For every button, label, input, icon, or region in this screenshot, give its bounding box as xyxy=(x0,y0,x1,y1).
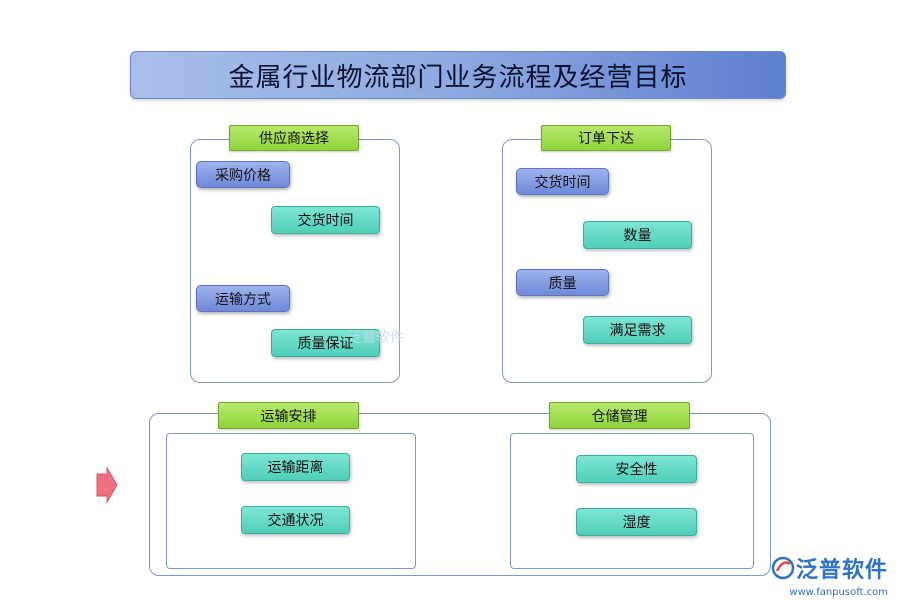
brand-url: www.fanpusoft.com xyxy=(789,587,888,598)
purchase-price-node: 采购价格 xyxy=(196,161,290,188)
brand-logo: 泛普软件 xyxy=(770,552,888,584)
title-banner: 金属行业物流部门业务流程及经营目标 xyxy=(130,51,786,99)
order-delivery-time-node: 交货时间 xyxy=(516,168,609,195)
storage-panel xyxy=(510,433,754,569)
order-header: 订单下达 xyxy=(541,125,671,151)
storage-header: 仓储管理 xyxy=(549,402,690,429)
quality-node: 质量 xyxy=(516,269,609,296)
transport-distance-node: 运输距离 xyxy=(241,453,350,481)
quality-assurance-node: 质量保证 xyxy=(271,329,380,357)
side-arrow xyxy=(96,466,118,504)
quantity-node: 数量 xyxy=(583,221,692,249)
transport-mode-node: 运输方式 xyxy=(196,285,290,312)
transport-header: 运输安排 xyxy=(218,402,359,429)
meet-demand-node: 满足需求 xyxy=(583,316,692,344)
supplier-header: 供应商选择 xyxy=(229,125,359,151)
brand-logo-icon xyxy=(771,556,795,580)
humidity-node: 湿度 xyxy=(576,508,697,536)
traffic-conditions-node: 交通状况 xyxy=(241,506,350,534)
delivery-time-node: 交货时间 xyxy=(271,206,380,234)
watermark: 泛普软件 xyxy=(348,330,404,346)
brand-name: 泛普软件 xyxy=(795,558,888,583)
safety-node: 安全性 xyxy=(576,455,697,483)
diagram-title: 金属行业物流部门业务流程及经营目标 xyxy=(228,62,688,93)
